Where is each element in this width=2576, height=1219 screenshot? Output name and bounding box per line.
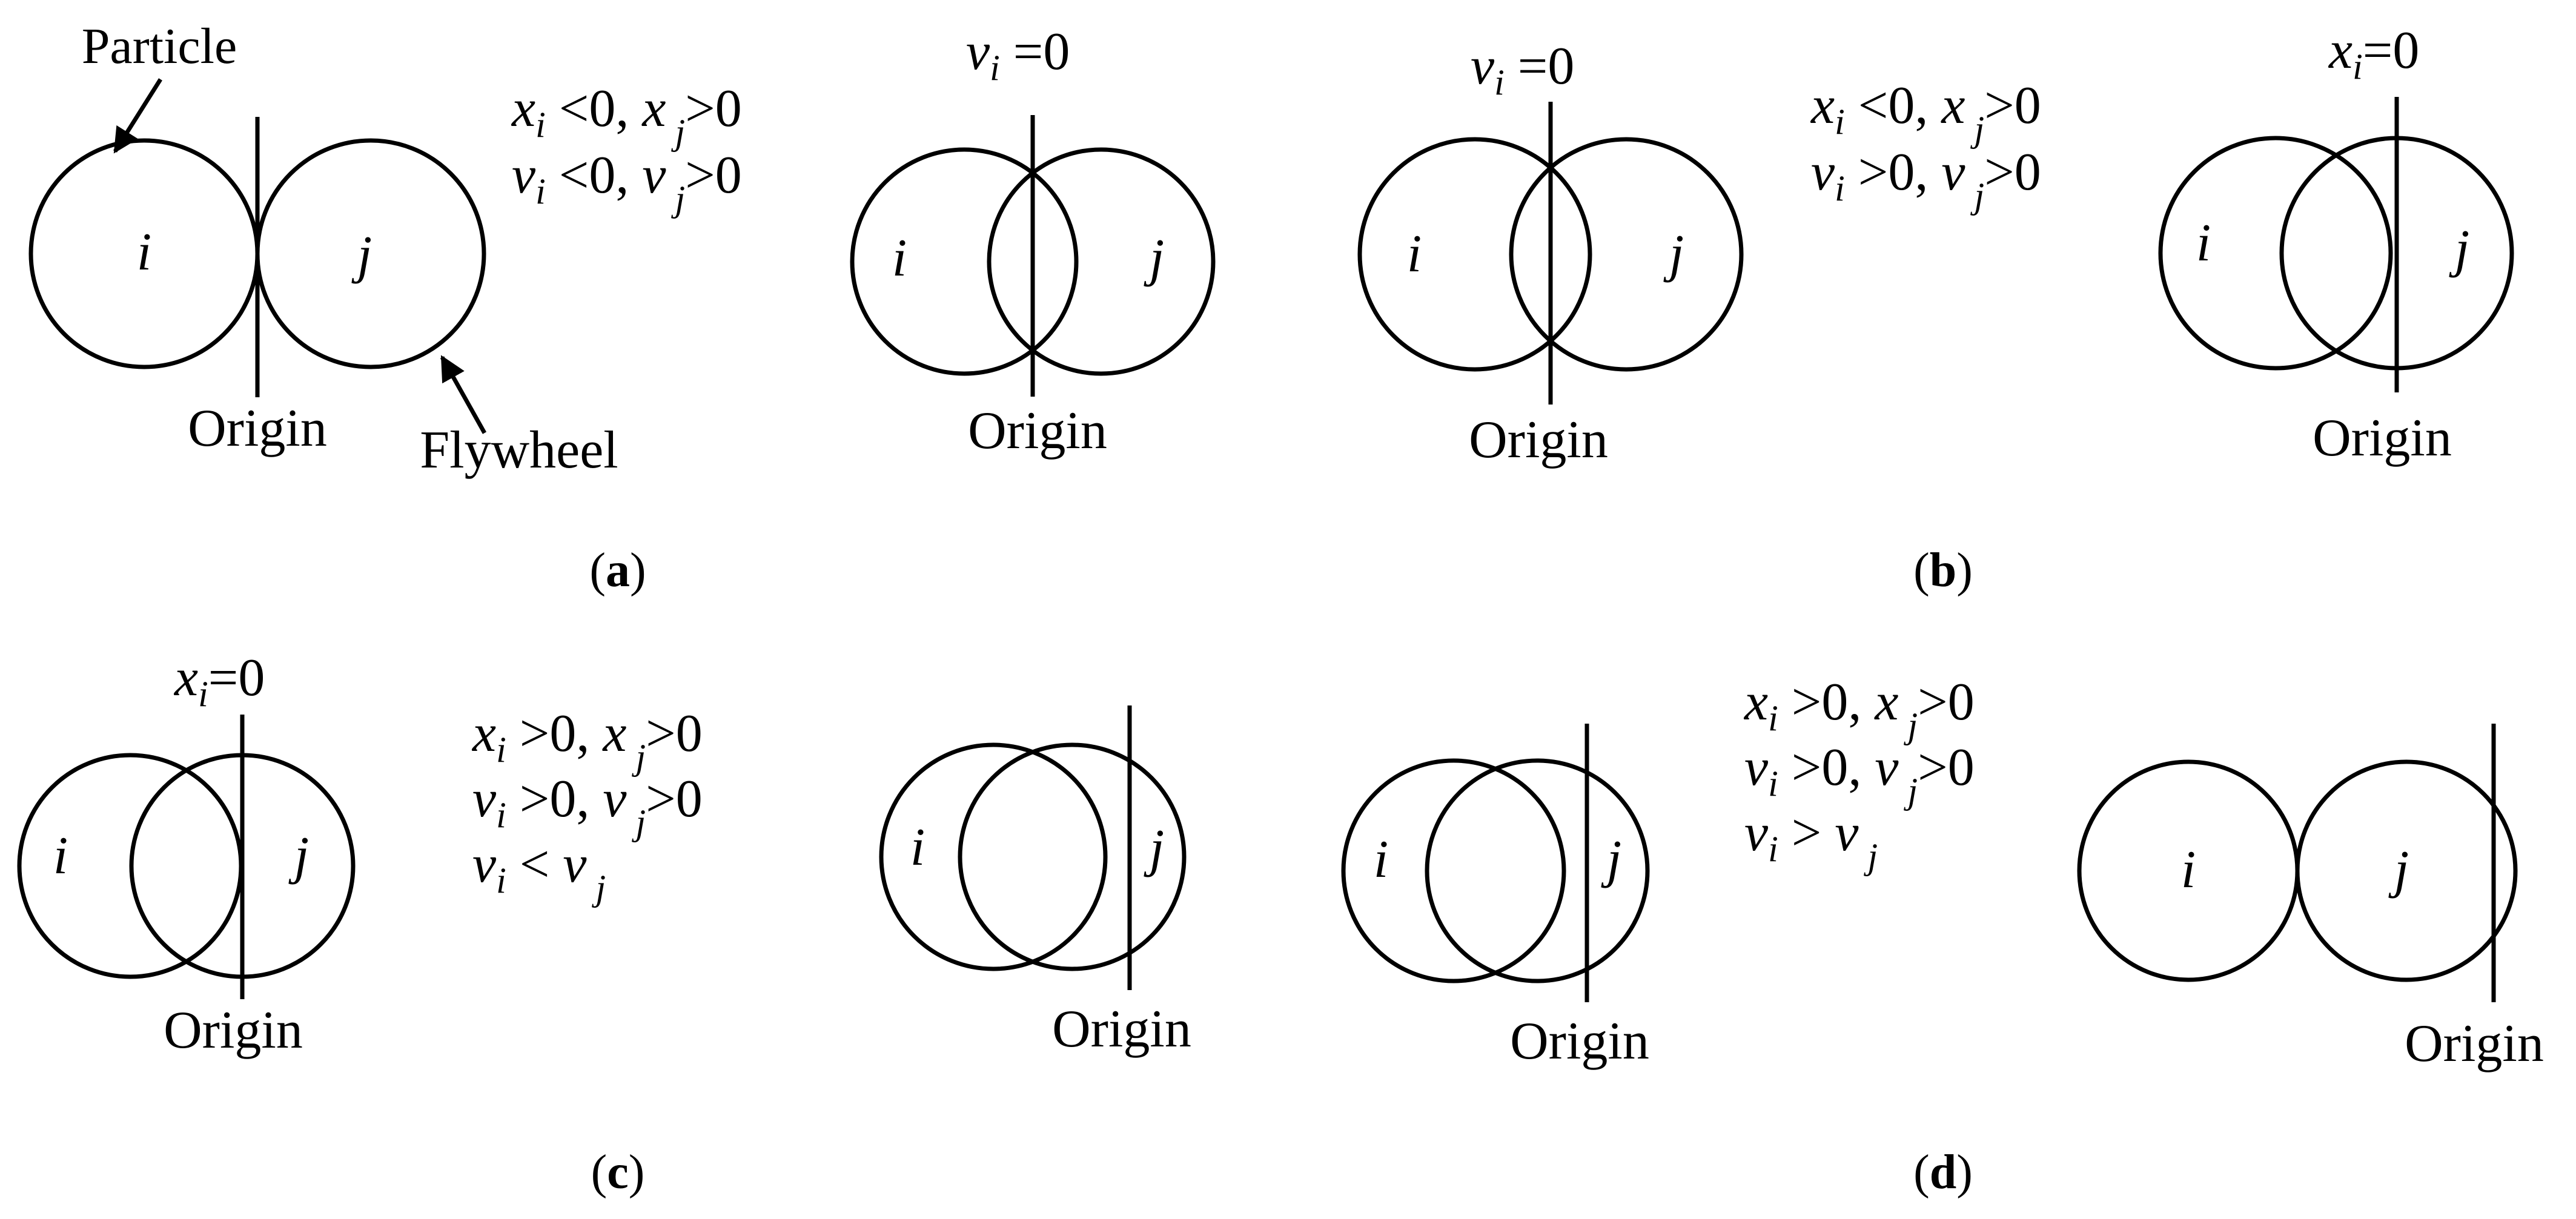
circle-label-j: j <box>1144 229 1164 288</box>
particle-circle-j <box>1425 758 1650 983</box>
circle-label-i: i <box>2181 841 2196 899</box>
condition-line: xi <0, x j>0 <box>511 79 742 152</box>
circle-label-j: j <box>1663 225 1684 283</box>
conditions-c: xi >0, x j>0 vi >0, v j>0 vi < v j <box>471 704 703 908</box>
condition-line: vi < v j <box>472 835 606 908</box>
flywheel-arrow <box>440 355 487 434</box>
particle-circle-j <box>2295 759 2518 982</box>
origin-label: Origin <box>2405 1014 2544 1073</box>
config-a1 <box>28 117 486 397</box>
circle-label-i: i <box>137 223 151 282</box>
conditions-a: xi <0, x j>0 vi <0, v j>0 <box>511 79 742 219</box>
circle-label-j: j <box>288 827 309 885</box>
circle-label-i: i <box>892 229 907 288</box>
circle-label-i: i <box>1374 830 1388 889</box>
circle-label-i: i <box>53 827 68 885</box>
caption-a: (a) <box>589 544 646 597</box>
condition-line: vi <0, v j>0 <box>512 146 742 219</box>
condition-line: xi <0, x j>0 <box>1810 76 2041 149</box>
panel-c: i j Origin xi=0 xi >0, x j>0 vi >0, v j>… <box>17 649 1191 1199</box>
panel-d: i j Origin xi >0, x j>0 vi >0, v j>0 vi … <box>1341 673 2544 1199</box>
origin-label: Origin <box>164 1001 303 1060</box>
caption-d-letter: d <box>1930 1146 1957 1199</box>
origin-label: Origin <box>968 401 1107 460</box>
circle-label-j: j <box>2449 220 2469 279</box>
particle-circle-i <box>879 742 1108 971</box>
particle-circle-j <box>1509 137 1744 372</box>
circle-label-j: j <box>1144 819 1164 878</box>
particle-circle-i <box>850 147 1079 376</box>
config-c2 <box>879 705 1187 990</box>
condition-line: vi >0, v j>0 <box>1744 738 1975 811</box>
caption-c: (c) <box>591 1146 645 1199</box>
caption-a-letter: a <box>606 544 630 597</box>
origin-label: Origin <box>2313 409 2452 467</box>
position-zero-note: xi=0 <box>2328 21 2419 87</box>
caption-b-letter: b <box>1930 544 1957 597</box>
circle-label-j: j <box>1601 830 1621 889</box>
velocity-zero-note: vi =0 <box>1471 37 1574 102</box>
panel-b: i j Origin vi =0 xi <0, x j>0 vi >0, v j… <box>1357 21 2514 597</box>
particle-label: Particle <box>82 18 237 74</box>
circle-label-i: i <box>1407 225 1422 283</box>
caption-c-letter: c <box>607 1146 629 1199</box>
flywheel-label: Flywheel <box>420 421 618 480</box>
circle-label-j: j <box>351 226 372 285</box>
particle-circle-i <box>1341 758 1566 983</box>
caption-b: (b) <box>1913 544 1973 597</box>
origin-label: Origin <box>1510 1012 1649 1071</box>
condition-line: vi > v j <box>1744 804 1878 876</box>
origin-label: Origin <box>1469 411 1608 469</box>
particle-arrow <box>113 78 162 154</box>
config-b1 <box>1357 102 1744 405</box>
condition-line: xi >0, x j>0 <box>1743 673 1975 745</box>
particle-circle-i <box>1357 137 1592 372</box>
circle-label-i: i <box>910 818 925 877</box>
config-d1 <box>1341 724 1650 1002</box>
conditions-d: xi >0, x j>0 vi >0, v j>0 vi > v j <box>1743 673 1975 876</box>
velocity-zero-note: vi =0 <box>966 22 1070 88</box>
panel-a: i j Origin Particle Flywheel xi <0, x j>… <box>28 18 1216 597</box>
particle-circle-j <box>958 742 1187 971</box>
origin-label: Origin <box>188 399 327 458</box>
caption-d: (d) <box>1913 1146 1973 1199</box>
config-a2 <box>850 115 1216 397</box>
origin-label: Origin <box>1052 1000 1191 1059</box>
config-c1 <box>17 715 356 999</box>
condition-line: xi >0, x j>0 <box>471 704 703 777</box>
position-zero-note: xi=0 <box>173 649 265 714</box>
condition-line: vi >0, v j>0 <box>472 770 703 842</box>
circle-label-i: i <box>2196 214 2211 273</box>
config-d2 <box>2077 724 2518 1002</box>
conditions-b: xi <0, x j>0 vi >0, v j>0 <box>1810 76 2041 216</box>
particle-circle-i <box>2158 136 2393 371</box>
circle-label-j: j <box>2388 841 2409 899</box>
condition-line: vi >0, v j>0 <box>1811 143 2041 216</box>
particle-circle-j <box>987 147 1216 376</box>
config-b2 <box>2158 97 2514 392</box>
